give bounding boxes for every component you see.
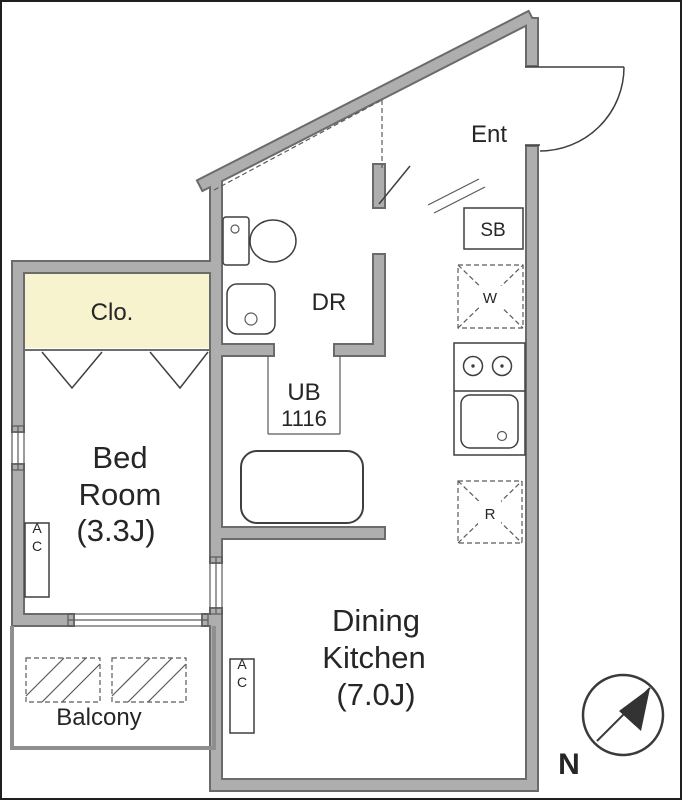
balcony-hatch-left	[25, 657, 101, 703]
washer-cross-2	[457, 264, 524, 329]
ub-label: UB	[287, 379, 320, 406]
burner-right	[491, 355, 513, 377]
hatch-box	[25, 657, 101, 703]
kitchen-counter	[453, 342, 526, 456]
door-swing-arc	[539, 66, 625, 152]
stove	[462, 355, 513, 377]
shoe-box	[463, 207, 524, 250]
genkan-step-lines	[427, 178, 486, 214]
burner-left	[462, 355, 484, 377]
compass-circle	[581, 673, 665, 757]
toilet-tank	[222, 216, 250, 266]
entrance-door	[525, 66, 625, 152]
ceiling-dashed-line	[213, 99, 383, 191]
fridge-label-bg	[478, 501, 501, 526]
ent-label: Ent	[471, 121, 507, 148]
ac-bedroom-label: AC	[29, 520, 45, 556]
toilet-flush-button	[230, 224, 240, 234]
ac-box	[24, 522, 50, 598]
dk-size-label: (7.0J)	[336, 677, 415, 712]
vanity-basin	[226, 283, 276, 335]
balcony-window	[67, 613, 209, 627]
balcony-rail	[10, 626, 216, 750]
dk-label-line1: Dining	[332, 603, 420, 638]
closet	[23, 274, 209, 351]
washer-label: W	[483, 290, 498, 307]
ac-box	[229, 658, 255, 734]
folding-door-right	[149, 351, 209, 390]
dr-door-leaf	[378, 165, 411, 205]
folding-door-left	[41, 351, 103, 390]
hatch-line	[111, 657, 151, 697]
washer-label-bg	[479, 286, 502, 311]
step-line-2	[433, 186, 486, 214]
dk-label: Dining Kitchen (7.0J)	[322, 603, 425, 712]
hatch-line	[127, 657, 173, 703]
washer-area: W	[457, 264, 524, 329]
closet-label: Clo.	[91, 299, 134, 326]
kitchen-sink	[460, 394, 519, 449]
bedroom-label-line2: Room	[79, 477, 162, 512]
sb-label: SB	[480, 220, 505, 241]
sink-basin	[460, 394, 519, 449]
bedroom-window	[11, 425, 25, 471]
washer-cross-1	[457, 264, 524, 329]
toilet-bowl	[249, 219, 297, 263]
washer-pan	[457, 264, 524, 329]
ub-size-label: 1116	[281, 406, 327, 431]
north-label: N	[558, 748, 580, 781]
toilet	[222, 216, 297, 266]
bedroom-label-line1: Bed	[92, 440, 147, 475]
bathtub	[240, 450, 364, 524]
hatch-box	[111, 657, 187, 703]
balcony-label: Balcony	[56, 704, 141, 731]
closet-fill	[23, 274, 209, 348]
compass-needle-fill	[619, 688, 650, 731]
step-line-1	[427, 178, 480, 206]
bedroom-label: Bed Room (3.3J)	[76, 440, 161, 548]
compass: N	[558, 673, 665, 781]
fridge-space	[457, 480, 523, 544]
fridge-area: R	[457, 480, 523, 544]
vanity-drain	[244, 312, 258, 326]
ceiling-diagonal-dash	[213, 99, 383, 191]
vanity-sink	[226, 283, 276, 335]
burner-left-dot	[471, 364, 475, 368]
hatch-line	[147, 663, 187, 703]
ac-dining: AC	[229, 656, 255, 734]
fridge-label: R	[485, 506, 496, 523]
closet-doors	[41, 351, 209, 390]
dk-label-line2: Kitchen	[322, 640, 425, 675]
sink-drain	[496, 430, 508, 442]
hatch-line	[25, 657, 65, 697]
ac-bedroom: AC	[24, 520, 50, 598]
bedroom-size-label: (3.3J)	[76, 513, 155, 548]
bedroom-sliding-door	[209, 556, 223, 615]
ub-door	[267, 356, 341, 435]
dr-label: DR	[312, 289, 347, 316]
balcony-hatch-right	[111, 657, 187, 703]
balcony	[10, 626, 216, 750]
burner-right-dot	[500, 364, 504, 368]
hatch-line	[61, 663, 101, 703]
hatch-line	[41, 657, 87, 703]
ac-dining-label: AC	[234, 656, 250, 692]
